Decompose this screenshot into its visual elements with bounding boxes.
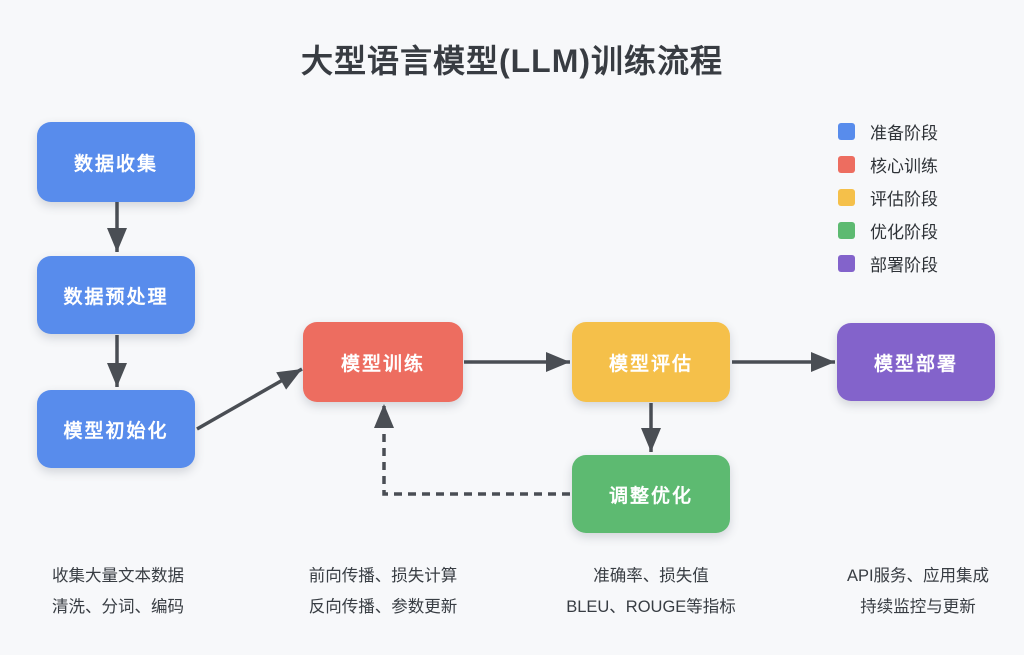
legend-item-optimization: 优化阶段 — [838, 222, 938, 242]
node-data-preprocessing-label: 数据预处理 — [63, 286, 169, 308]
legend: 准备阶段 核心训练 评估阶段 优化阶段 部署阶段 — [838, 123, 938, 288]
annotation-evaluation: 准确率、损失值 BLEU、ROUGE等指标 — [541, 561, 761, 623]
annotation-training-line2: 反向传播、参数更新 — [308, 598, 458, 616]
annotation-deployment-line1: API服务、应用集成 — [846, 567, 990, 585]
annotation-evaluation-line2: BLEU、ROUGE等指标 — [566, 598, 736, 616]
arrow-tuning-feedback-to-training — [374, 404, 570, 496]
diagram-title: 大型语言模型(LLM)训练流程 — [300, 43, 724, 79]
node-model-training-label: 模型训练 — [340, 353, 425, 375]
legend-swatch-core-training — [838, 156, 855, 173]
annotation-preparation-line2: 清洗、分词、编码 — [52, 598, 184, 616]
legend-item-preparation: 准备阶段 — [838, 123, 938, 143]
annotation-training: 前向传播、损失计算 反向传播、参数更新 — [273, 561, 493, 623]
legend-label-evaluation: 评估阶段 — [870, 190, 938, 209]
node-model-deployment: 模型部署 — [837, 323, 995, 401]
node-model-evaluation-label: 模型评估 — [608, 353, 693, 375]
legend-item-evaluation: 评估阶段 — [838, 189, 938, 209]
annotation-training-line1: 前向传播、损失计算 — [308, 567, 458, 585]
node-model-training: 模型训练 — [303, 322, 463, 402]
node-tuning-label: 调整优化 — [608, 485, 693, 507]
legend-label-optimization: 优化阶段 — [870, 223, 938, 242]
legend-swatch-optimization — [838, 222, 855, 239]
annotation-preparation: 收集大量文本数据 清洗、分词、编码 — [8, 561, 228, 623]
legend-label-preparation: 准备阶段 — [870, 124, 938, 143]
node-model-evaluation: 模型评估 — [572, 322, 730, 402]
node-data-preprocessing: 数据预处理 — [37, 256, 195, 334]
annotation-evaluation-line1: 准确率、损失值 — [593, 567, 709, 585]
legend-label-core-training: 核心训练 — [870, 157, 938, 176]
node-tuning: 调整优化 — [572, 455, 730, 533]
legend-swatch-evaluation — [838, 189, 855, 206]
node-model-init: 模型初始化 — [37, 390, 195, 468]
node-data-collection-label: 数据收集 — [73, 153, 158, 175]
annotation-deployment: API服务、应用集成 持续监控与更新 — [808, 561, 1024, 623]
legend-swatch-preparation — [838, 123, 855, 140]
node-model-init-label: 模型初始化 — [63, 420, 169, 442]
annotation-deployment-line2: 持续监控与更新 — [860, 598, 976, 616]
legend-label-deployment: 部署阶段 — [870, 256, 938, 275]
annotation-preparation-line1: 收集大量文本数据 — [52, 567, 184, 585]
node-model-deployment-label: 模型部署 — [873, 353, 958, 375]
legend-item-core-training: 核心训练 — [838, 156, 938, 176]
legend-swatch-deployment — [838, 255, 855, 272]
legend-item-deployment: 部署阶段 — [838, 255, 938, 275]
arrow-init-to-training — [196, 367, 303, 431]
node-data-collection: 数据收集 — [37, 122, 195, 202]
